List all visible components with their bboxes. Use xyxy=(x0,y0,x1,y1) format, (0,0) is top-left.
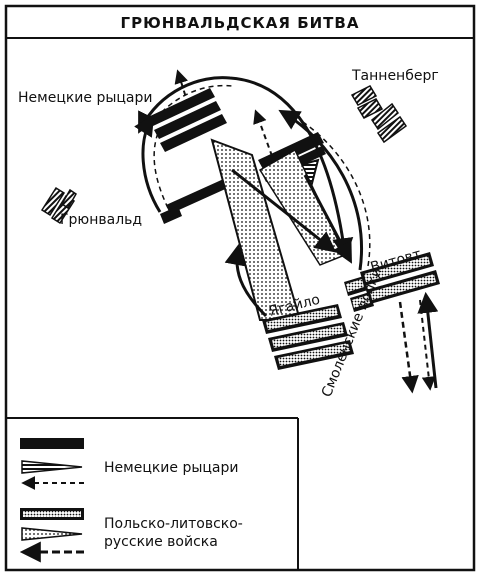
legend-german-bar xyxy=(20,438,84,449)
label-german-knights: Немецкие рыцари xyxy=(18,90,153,106)
legend-german-wedge xyxy=(21,460,83,474)
map-title: ГРЮНВАЛЬДСКАЯ БИТВА xyxy=(121,14,360,32)
legend-german-label: Немецкие рыцари xyxy=(104,460,239,476)
label-tannenberg: Танненберг xyxy=(351,68,439,84)
legend-allied-label-line1: Польско-литовско- xyxy=(104,516,243,532)
map-legend: Немецкие рыцари Польско-литовско- русски… xyxy=(6,417,299,570)
legend-allied-wedge xyxy=(21,527,83,541)
vitovt-formation xyxy=(344,252,440,312)
yagailo-formation xyxy=(262,304,354,370)
movement-arrows xyxy=(134,69,439,394)
grunwald-symbol xyxy=(40,186,77,225)
label-grunwald: Грюнвальд xyxy=(60,212,142,228)
tannenberg-symbol xyxy=(350,85,408,144)
legend-allied-label-line2: русские войска xyxy=(104,534,218,550)
